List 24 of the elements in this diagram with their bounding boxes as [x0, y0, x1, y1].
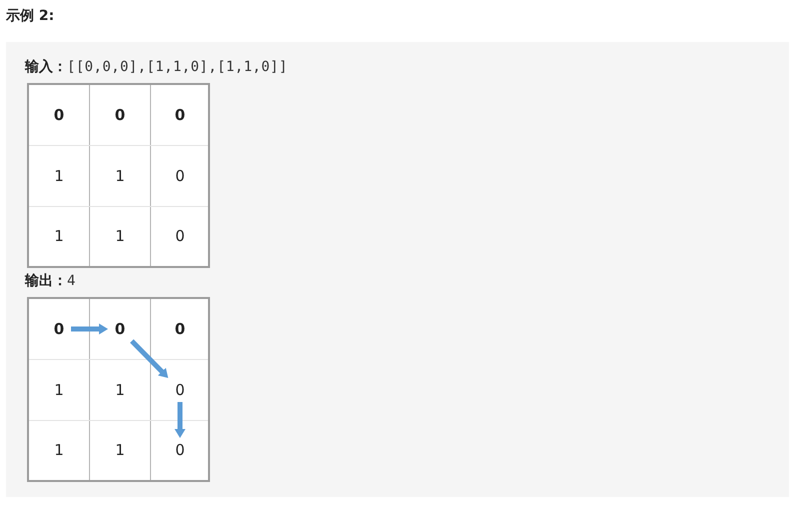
grid-value: 1 — [115, 166, 125, 186]
arrow — [176, 402, 184, 438]
title: 示例 2: — [6, 7, 54, 25]
grid-value: 0 — [168, 378, 192, 402]
grid-value: 1 — [115, 226, 125, 246]
input-label: 输入：[[0,0,0],[1,1,0],[1,1,0]] — [25, 58, 288, 76]
grid-value: 0 — [175, 166, 185, 186]
output-label: 输出：4 — [25, 272, 76, 290]
grid-value: 0 — [108, 317, 132, 341]
grid-value: 1 — [108, 438, 132, 462]
grid-value: 0 — [54, 105, 64, 125]
grid-value: 1 — [47, 438, 71, 462]
grid-value: 1 — [54, 166, 64, 186]
grid-value: 0 — [174, 105, 186, 125]
grid-value: 0 — [47, 317, 71, 341]
grid-value: 1 — [47, 378, 71, 402]
arrow — [71, 324, 108, 334]
grid-value: 0 — [114, 105, 126, 125]
grid-value: 0 — [175, 226, 185, 246]
grid-value: 0 — [168, 317, 192, 341]
grid-value: 0 — [168, 438, 192, 462]
grid-value: 1 — [54, 226, 64, 246]
grid-value: 1 — [108, 378, 132, 402]
arrow — [130, 339, 170, 380]
